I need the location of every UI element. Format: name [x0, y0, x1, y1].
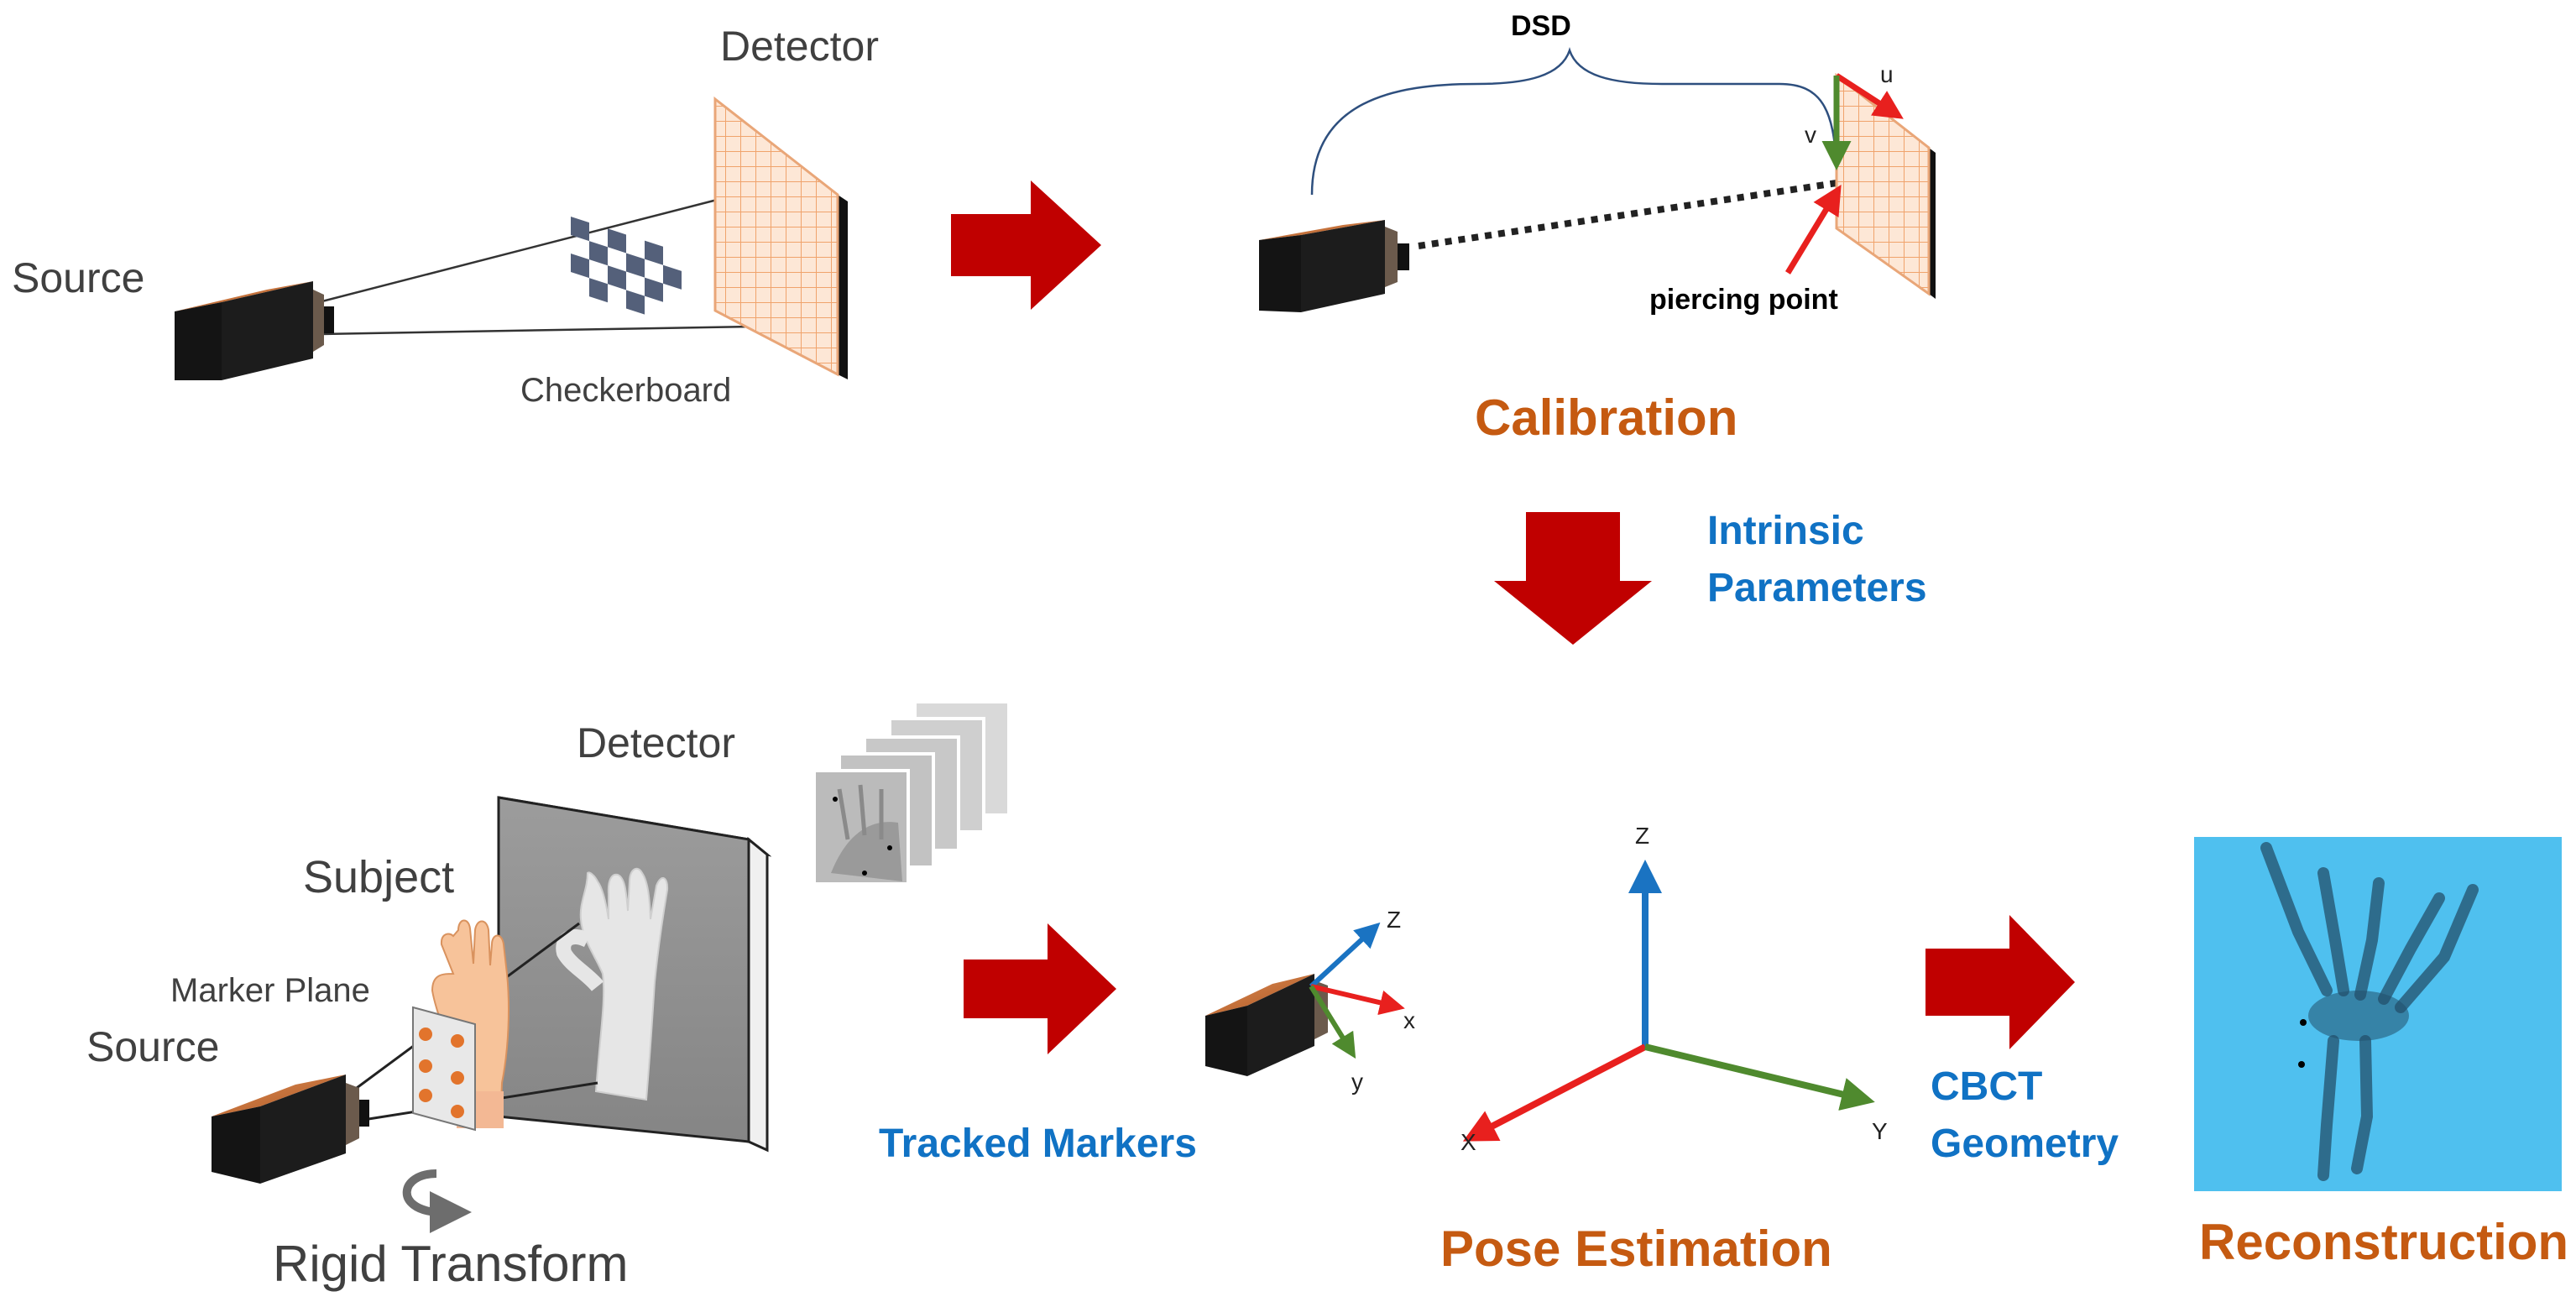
- marker-plane: [412, 1006, 476, 1132]
- flow-arrow-down: [1494, 512, 1652, 645]
- checkerboard-label: Checkerboard: [520, 372, 731, 409]
- flow-arrow-right-1: [951, 180, 1101, 310]
- acquisition-setup: Detector: [86, 700, 1011, 1292]
- camera-y-axis: [1309, 985, 1356, 1059]
- piercing-point-label: piercing point: [1649, 284, 1838, 316]
- intrinsic-label-line2: Parameters: [1707, 566, 1927, 610]
- marker-dot: [451, 1034, 464, 1048]
- flow-arrow-right-3: [1925, 915, 2075, 1049]
- pose-estimation-title: Pose Estimation: [1440, 1221, 1832, 1277]
- marker-dot: [451, 1105, 464, 1118]
- calibration-setup: Detector Source Checkerboard: [12, 23, 879, 409]
- v-label: v: [1805, 122, 1816, 148]
- intrinsic-label-line1: Intrinsic: [1707, 509, 1864, 553]
- detector-label-bottom: Detector: [577, 719, 735, 766]
- source-camera-top: [175, 281, 334, 380]
- source-label-bottom: Source: [86, 1023, 219, 1070]
- detector-panel-calibration: [1835, 72, 1936, 299]
- world-coordinate-axes: Z X Y: [1460, 823, 1888, 1155]
- rigid-transform-arrow: [402, 1169, 472, 1233]
- reconstruction-title: Reconstruction: [2199, 1214, 2568, 1270]
- xray-image-stack: [813, 700, 1011, 886]
- detector-box-bottom: [497, 796, 772, 1153]
- detector-panel-top: [713, 96, 848, 379]
- source-label-top: Source: [12, 254, 144, 301]
- world-y-axis: [1644, 1043, 1875, 1111]
- tracked-camera: Z x y: [1205, 907, 1415, 1095]
- projection-line-lower: [320, 324, 800, 336]
- calibration-panel: DSD u v piercing point Calibration: [1259, 10, 1936, 446]
- source-camera-bottom: [212, 1075, 369, 1184]
- cbct-geometry-line1: CBCT: [1931, 1064, 2042, 1109]
- checkerboard: [571, 217, 682, 315]
- world-x-axis: [1462, 1043, 1647, 1142]
- marker-dot: [419, 1089, 432, 1102]
- flow-arrow-right-2: [964, 923, 1116, 1054]
- source-camera-calibration: [1259, 220, 1409, 312]
- reconstruction-volume: [2194, 837, 2562, 1191]
- principal-ray: [1418, 180, 1837, 249]
- projection-line-upper: [311, 196, 724, 306]
- marker-dot: [419, 1027, 432, 1041]
- tracked-markers-label: Tracked Markers: [879, 1122, 1197, 1166]
- camera-x-label: x: [1403, 1007, 1415, 1033]
- world-z-label: Z: [1635, 823, 1649, 849]
- subject-label: Subject: [303, 852, 454, 902]
- piercing-point-arrow: [1785, 185, 1842, 275]
- marker-dot: [451, 1071, 464, 1085]
- cbct-geometry-line2: Geometry: [1931, 1122, 2119, 1166]
- u-axis-arrow: [1835, 73, 1904, 119]
- u-label: u: [1880, 61, 1894, 87]
- camera-z-axis: [1309, 922, 1381, 989]
- dsd-label: DSD: [1511, 10, 1571, 42]
- camera-y-label: y: [1351, 1069, 1363, 1095]
- world-x-label: X: [1460, 1129, 1476, 1155]
- marker-dot: [419, 1059, 432, 1073]
- rigid-transform-label: Rigid Transform: [273, 1236, 628, 1292]
- camera-x-axis: [1310, 984, 1405, 1016]
- dsd-brace: [1310, 47, 1838, 196]
- marker-plane-label: Marker Plane: [170, 972, 370, 1009]
- camera-z-label: Z: [1387, 907, 1401, 933]
- world-y-label: Y: [1872, 1118, 1888, 1144]
- detector-label-top: Detector: [720, 23, 879, 70]
- calibration-title: Calibration: [1475, 390, 1737, 446]
